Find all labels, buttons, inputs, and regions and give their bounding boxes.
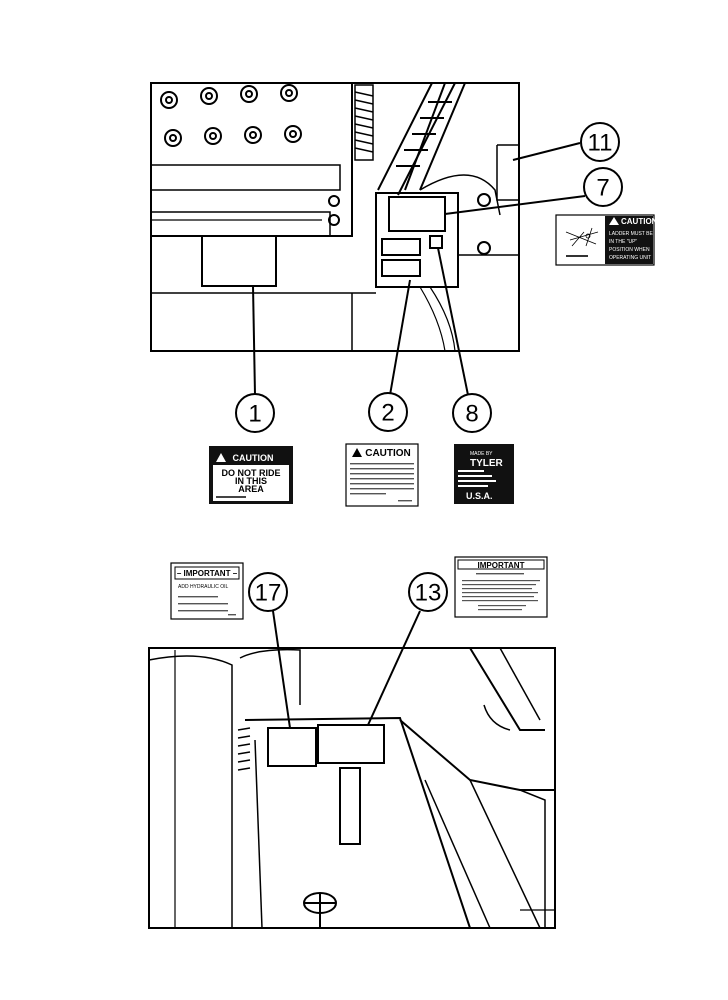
callout-7: 7: [583, 167, 623, 207]
svg-text:DO NOT RIDE: DO NOT RIDE: [221, 468, 280, 478]
decal-important-13-body-lines: [462, 573, 540, 611]
svg-text:LADDER MUST BE: LADDER MUST BE: [609, 231, 653, 237]
decal-location-2a: [381, 238, 421, 256]
svg-text:8: 8: [465, 401, 478, 428]
decal-important-17: – IMPORTANT – ADD HYDRAULIC OIL: [170, 562, 244, 620]
svg-text:1: 1: [248, 401, 261, 428]
leader-lines-bottom: [272, 610, 421, 729]
svg-text:CAUTION: CAUTION: [621, 217, 658, 226]
svg-text:11: 11: [588, 130, 613, 157]
decal-location-7: [388, 196, 446, 232]
callout-2: 2: [368, 392, 408, 432]
flag-icon: [458, 470, 496, 487]
decal-important-13: IMPORTANT: [454, 556, 548, 618]
decal-location-2b: [381, 259, 421, 277]
decal-caution-2-body-lines: [350, 463, 414, 502]
decal-made-in-usa: MADE BY TYLER U.S.A.: [454, 444, 514, 504]
top-illustration-frame: [150, 82, 520, 352]
decal-do-not-ride: CAUTION DO NOT RIDE IN THIS AREA: [209, 446, 293, 504]
bottom-illustration-frame: [148, 647, 556, 929]
sight-gauge: [339, 767, 361, 845]
warning-triangle-icon: [609, 217, 619, 225]
svg-text:MADE BY: MADE BY: [470, 451, 493, 457]
ladder-pictogram: [565, 227, 599, 247]
warning-triangle-icon: [216, 453, 226, 462]
spring: [354, 84, 374, 161]
rivets: [160, 84, 302, 147]
callout-8: 8: [452, 393, 492, 433]
svg-text:IN THE "UP": IN THE "UP": [609, 239, 637, 245]
top-illustration: [150, 82, 520, 352]
svg-text:U.S.A.: U.S.A.: [466, 491, 493, 501]
callout-11: 11: [580, 122, 620, 162]
decal-ladder-caution: CAUTION LADDER MUST BE IN THE "UP" POSIT…: [555, 214, 658, 266]
svg-text:2: 2: [381, 400, 394, 427]
decal-location-17: [267, 727, 317, 767]
svg-text:17: 17: [255, 580, 282, 607]
svg-text:ADD HYDRAULIC OIL: ADD HYDRAULIC OIL: [178, 584, 229, 590]
valve-handle-icon: [303, 892, 337, 928]
svg-text:CAUTION: CAUTION: [233, 453, 274, 463]
decal-location-1: [201, 235, 277, 287]
svg-text:– IMPORTANT –: – IMPORTANT –: [177, 569, 238, 578]
leader-lines-top: [252, 142, 586, 396]
svg-text:OPERATING UNIT: OPERATING UNIT: [609, 255, 651, 261]
svg-text:IMPORTANT: IMPORTANT: [478, 561, 525, 570]
svg-text:AREA: AREA: [238, 484, 264, 494]
callout-1: 1: [235, 393, 275, 433]
decal-location-8: [429, 235, 443, 249]
svg-text:7: 7: [596, 175, 609, 202]
svg-text:TYLER: TYLER: [470, 458, 504, 469]
decal-caution-2: CAUTION: [345, 443, 419, 507]
callout-17: 17: [248, 572, 288, 612]
decal-important-17-body-lines: [178, 596, 236, 616]
svg-text:POSITION WHEN: POSITION WHEN: [609, 247, 650, 253]
hose-ribs: [237, 727, 251, 771]
ladder: [377, 82, 466, 196]
bottom-illustration: [148, 647, 556, 929]
decal-location-13: [317, 724, 385, 764]
svg-text:CAUTION: CAUTION: [365, 448, 411, 459]
warning-triangle-icon: [352, 448, 362, 457]
svg-text:IN THIS: IN THIS: [235, 476, 267, 486]
callout-13: 13: [408, 572, 448, 612]
svg-text:13: 13: [415, 580, 442, 607]
